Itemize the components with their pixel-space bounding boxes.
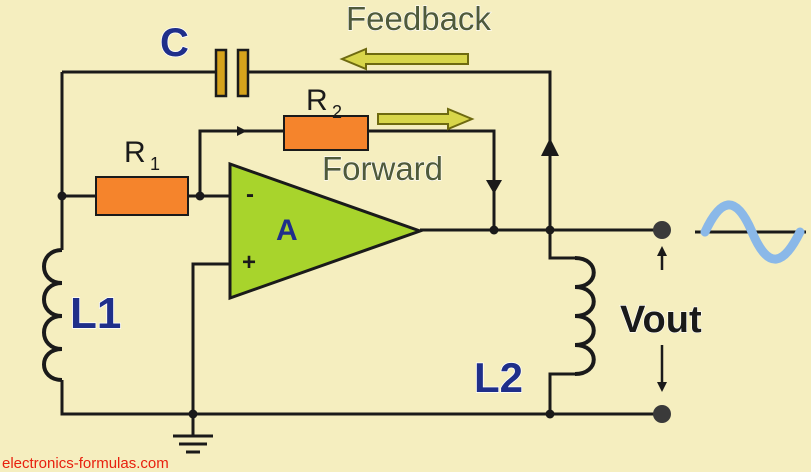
label-feedback: Feedback	[346, 0, 491, 37]
ground-symbol-icon	[173, 434, 213, 454]
wires	[60, 70, 660, 436]
label-forward: Forward	[322, 150, 443, 187]
output-terminal-top	[653, 221, 671, 239]
junction-dot	[545, 225, 555, 235]
sine-wave-icon	[695, 200, 806, 264]
inductor-l2	[574, 256, 596, 376]
resistor-r1	[95, 176, 189, 216]
wire-r2-right	[368, 129, 496, 230]
label-r2: R	[306, 84, 328, 117]
junction-dot	[489, 225, 499, 235]
junction-dot	[545, 409, 555, 419]
label-r1-subscript: 1	[150, 154, 160, 174]
label-capacitor: C	[160, 21, 189, 65]
wire-r2-left	[198, 129, 284, 196]
inductor-l1	[42, 248, 63, 382]
wire-l2-top	[548, 228, 575, 260]
capacitor-c	[214, 48, 250, 98]
label-l1: L1	[70, 289, 121, 338]
label-minus: -	[246, 181, 254, 208]
label-plus: +	[242, 249, 256, 276]
junction-dot	[195, 191, 205, 201]
label-r2-subscript: 2	[332, 102, 342, 122]
arrow-up-feedback-icon	[541, 138, 559, 156]
label-l2: L2	[474, 354, 523, 401]
resistor-r2	[283, 115, 369, 151]
arrow-left-icon	[339, 47, 469, 71]
wire-l2-bottom	[548, 372, 575, 414]
arrow-down-forward-icon	[486, 180, 502, 194]
watermark-text: electronics-formulas.com	[2, 455, 169, 472]
label-vout: Vout	[620, 299, 702, 341]
wire-bottom	[60, 380, 660, 416]
vout-arrows	[657, 246, 667, 392]
output-terminal-bottom	[653, 405, 671, 423]
label-r1: R	[124, 136, 146, 169]
op-amp-triangle	[228, 161, 425, 301]
label-amplifier: A	[276, 214, 298, 247]
junction-dot	[188, 409, 198, 419]
junctions	[57, 191, 555, 419]
arrow-right-icon	[377, 107, 475, 131]
wire-top-right	[246, 70, 552, 228]
wire-plus-input	[191, 262, 230, 436]
junction-dot	[57, 191, 67, 201]
